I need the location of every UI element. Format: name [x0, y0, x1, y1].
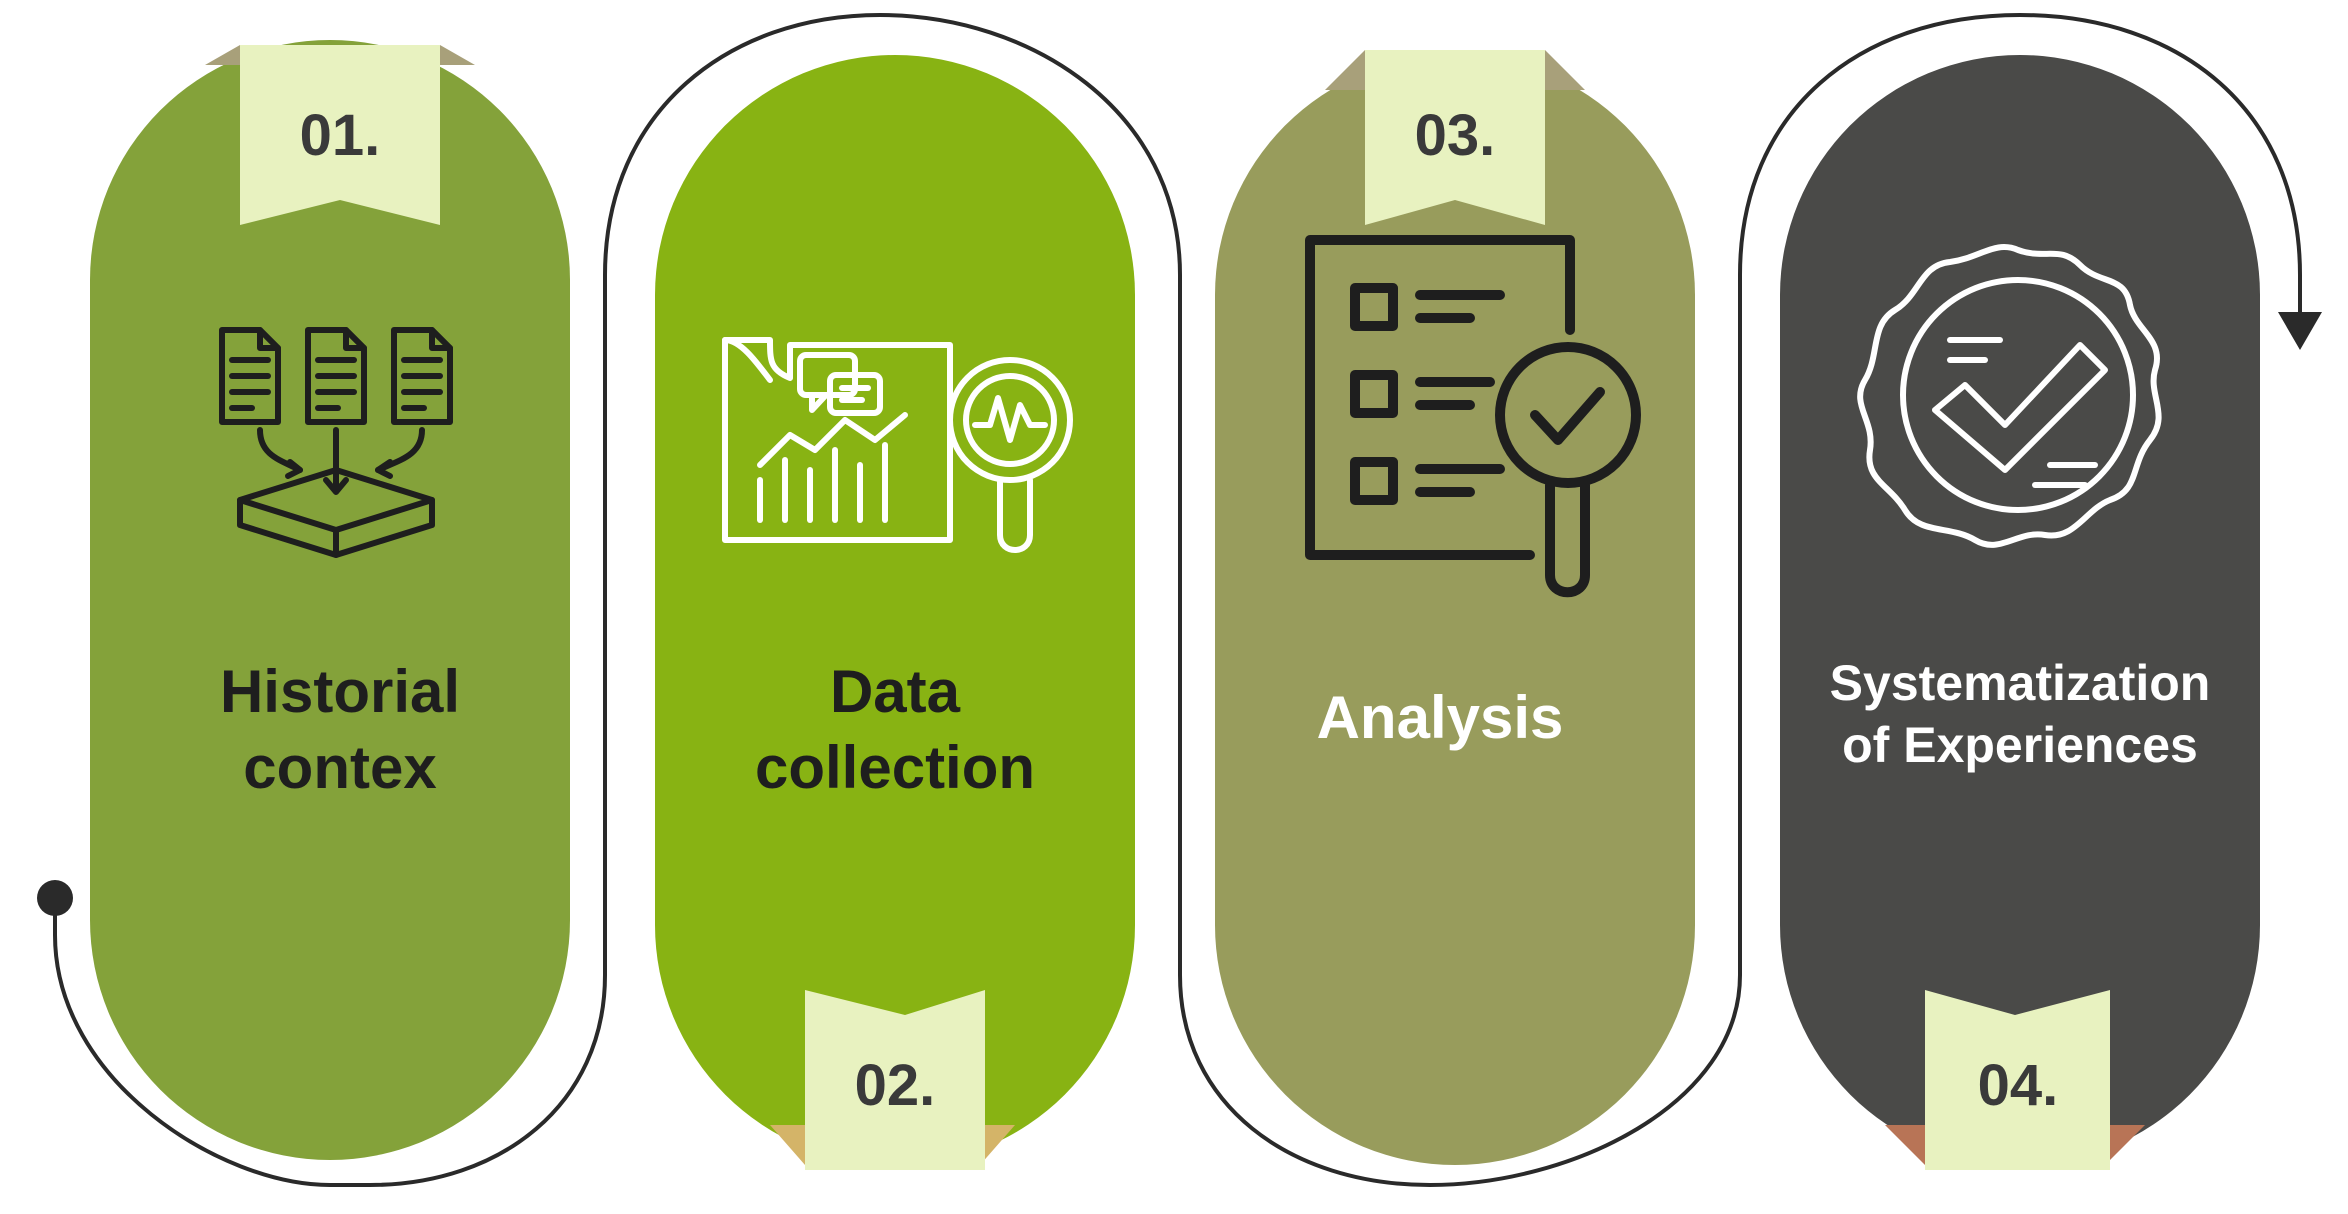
path-end-arrow: [2278, 312, 2322, 350]
stage-4-capsule: [1780, 55, 2260, 1165]
stage-1-title-line2: contex: [243, 734, 436, 801]
data-analytics-magnifier-icon: [722, 337, 1073, 553]
stage-1-badge: [240, 45, 440, 225]
stage-3-capsule: [1215, 55, 1695, 1165]
stage-3-number: 03.: [1415, 103, 1496, 168]
checklist-magnifier-icon: [1305, 235, 1641, 598]
stage-1: 01. Historial contex: [90, 40, 570, 1160]
stage-2-badge: [805, 990, 985, 1170]
flow-path: [53, 12, 2302, 1188]
stage-1-capsule: [90, 40, 570, 1160]
stage-2-capsule: [655, 55, 1135, 1165]
documents-merge-icon: [219, 327, 453, 558]
stage-2-title-line2: collection: [755, 734, 1035, 801]
stage-1-title-line1: Historial: [220, 658, 460, 725]
stage-3: 03. Analysis: [1215, 50, 1695, 1165]
stage-1-number: 01.: [300, 103, 381, 168]
stage-2-title-line1: Data: [830, 658, 961, 725]
quality-badge-check-icon: [1857, 244, 2162, 548]
stage-4-badge: [1925, 990, 2110, 1170]
stage-4-title-line2: of Experiences: [1842, 717, 2198, 773]
path-start-dot: [37, 880, 73, 916]
stage-4-number: 04.: [1978, 1053, 2059, 1118]
stage-2: 02. Data collection: [655, 55, 1135, 1170]
stage-3-title-line1: Analysis: [1317, 684, 1564, 751]
stage-3-badge: [1365, 50, 1545, 225]
stage-4-title-line1: Systematization: [1830, 655, 2211, 711]
stage-4: 04. Systematization of Experiences: [1780, 55, 2260, 1170]
stage-2-number: 02.: [855, 1053, 936, 1118]
